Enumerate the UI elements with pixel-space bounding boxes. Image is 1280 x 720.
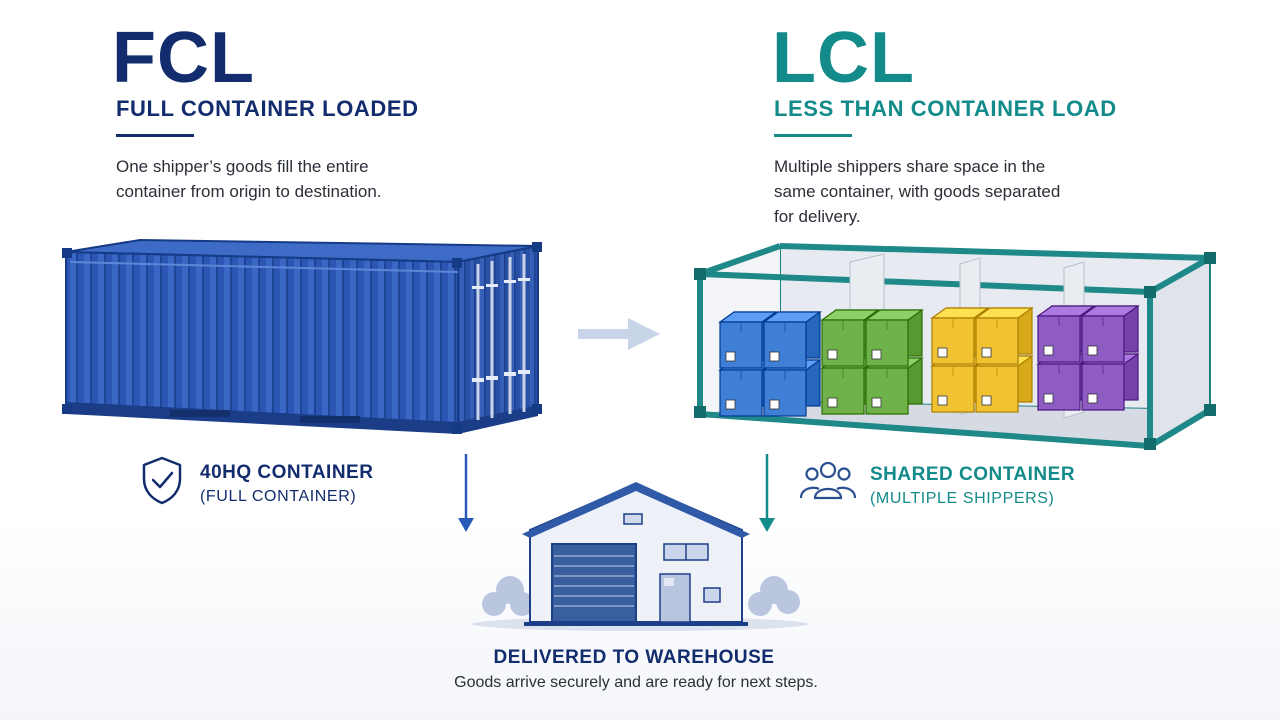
cargo-box (718, 311, 778, 369)
cargo-box (762, 359, 822, 417)
cargo-box (820, 309, 880, 367)
cargo-box (1036, 305, 1096, 363)
delivery-title: DELIVERED TO WAREHOUSE (493, 647, 775, 668)
cargo-box (930, 355, 990, 413)
fcl-divider (116, 134, 194, 137)
cargo-boxes (718, 305, 1140, 417)
cargo-group-3 (930, 307, 1034, 413)
cargo-group-2 (820, 309, 924, 415)
fcl-title: FCL (112, 18, 255, 98)
cargo-group-4 (1036, 305, 1140, 411)
lcl-tag-subtitle: (MULTIPLE SHIPPERS) (870, 490, 1055, 507)
fcl-down-arrow-icon (458, 454, 474, 532)
users-group-icon (799, 461, 857, 500)
lcl-divider (774, 134, 852, 137)
cargo-box (930, 307, 990, 365)
cargo-box (864, 357, 924, 415)
lcl-tag: SHARED CONTAINER (MULTIPLE SHIPPERS) (870, 464, 1075, 508)
arrow-right-icon (578, 318, 660, 350)
cargo-box (1080, 305, 1140, 363)
fcl-description: One shipper’s goods fill the entire cont… (116, 157, 382, 201)
fcl-tag: 40HQ CONTAINER (FULL CONTAINER) (200, 462, 373, 506)
cargo-box (718, 359, 778, 417)
delivery-subtitle: Goods arrive securely and are ready for … (454, 674, 818, 691)
lcl-subtitle: LESS THAN CONTAINER LOAD (774, 96, 1117, 121)
cargo-group-1 (718, 311, 822, 417)
shield-check-icon (142, 456, 182, 505)
cargo-box (1036, 353, 1096, 411)
fcl-tag-title: 40HQ CONTAINER (200, 462, 374, 483)
warehouse-icon (472, 482, 808, 631)
lcl-tag-title: SHARED CONTAINER (870, 464, 1076, 485)
lcl-description: Multiple shippers share space in the sam… (774, 157, 1061, 226)
cargo-box (974, 355, 1034, 413)
cargo-box (864, 309, 924, 367)
cargo-box (820, 357, 880, 415)
lcl-down-arrow-icon (759, 454, 775, 532)
cargo-box (974, 307, 1034, 365)
fcl-subtitle: FULL CONTAINER LOADED (116, 96, 419, 121)
cargo-box (762, 311, 822, 369)
fcl-tag-subtitle: (FULL CONTAINER) (200, 488, 357, 505)
cargo-box (1080, 353, 1140, 411)
lcl-title: LCL (772, 18, 915, 98)
